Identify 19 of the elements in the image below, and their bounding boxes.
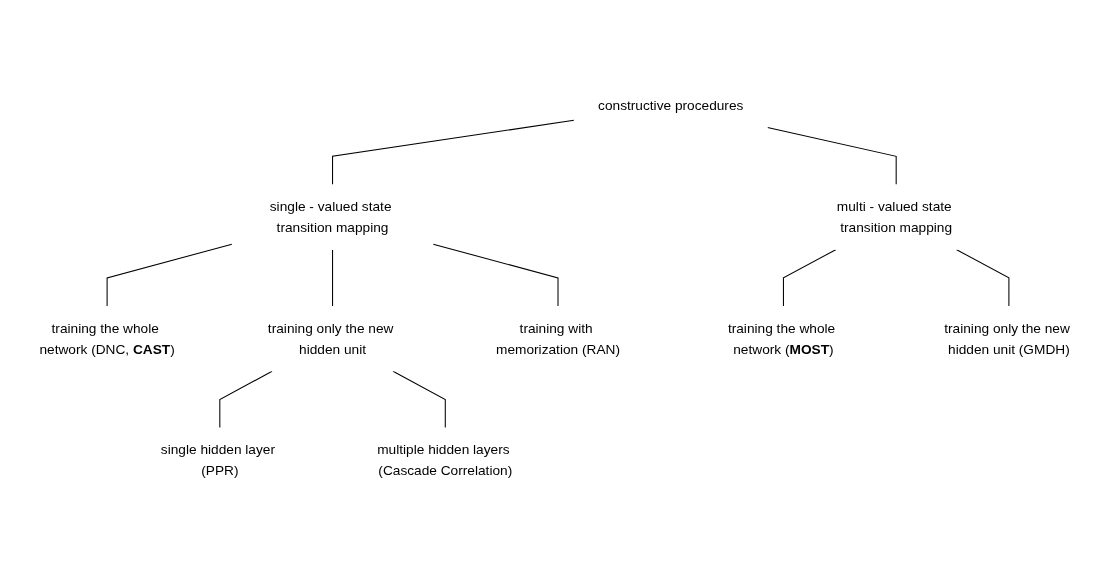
- node-text: training only the new hidden unit: [267, 320, 394, 357]
- node-text: single hidden layer (PPR): [160, 441, 275, 478]
- node-text: training the whole network (DNC, CAST): [39, 320, 175, 357]
- connector: [956, 249, 1010, 307]
- node-text: multi - valued state transition mapping: [836, 198, 953, 235]
- node-text: training only the new hidden unit (GMDH): [944, 320, 1070, 357]
- node-text: multiple hidden layers (Cascade Correlation): [377, 441, 513, 478]
- connector: [392, 370, 446, 429]
- connector: [106, 243, 233, 307]
- connector: [432, 243, 559, 307]
- node-text: training the whole network (MOST): [727, 320, 836, 357]
- node-text: constructive procedures: [598, 97, 744, 114]
- connector: [332, 119, 575, 185]
- connector: [219, 370, 273, 429]
- node-text: single - valued state transition mapping: [269, 198, 392, 235]
- connector: [332, 249, 334, 307]
- connector: [767, 126, 897, 185]
- node-text: training with memorization (RAN): [496, 320, 620, 357]
- connector: [782, 249, 837, 307]
